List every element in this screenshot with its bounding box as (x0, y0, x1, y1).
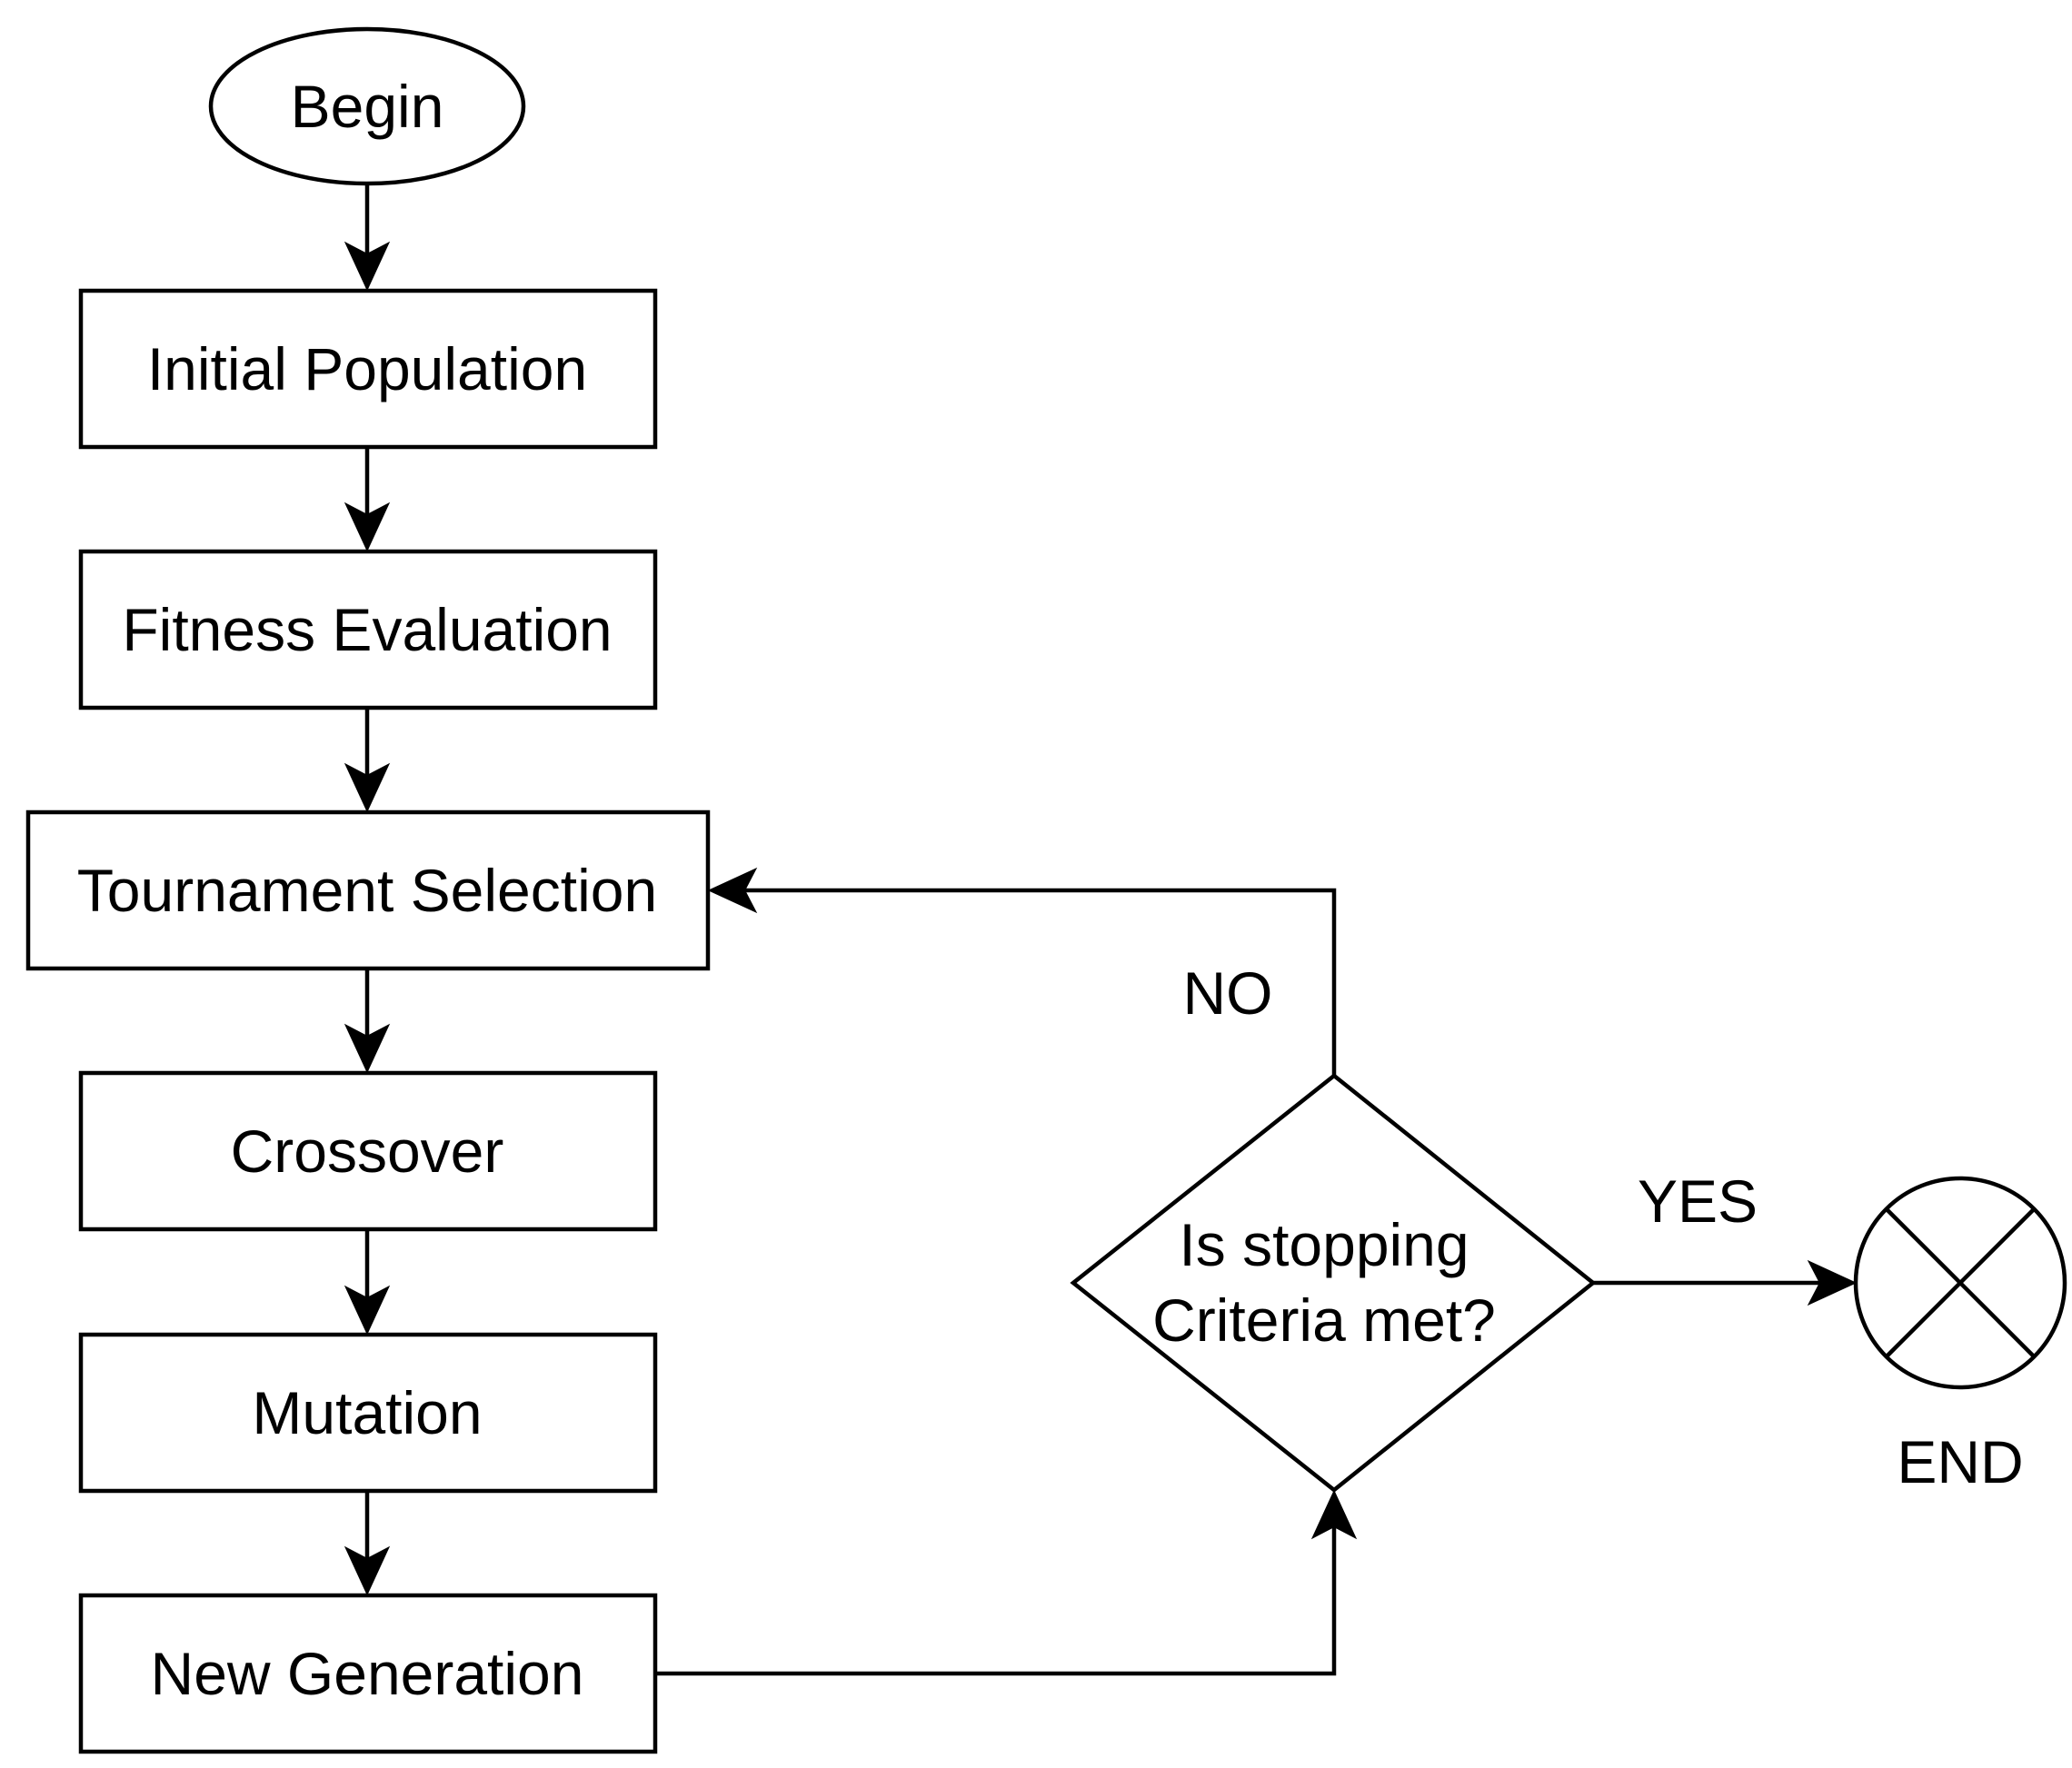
arrow-fitness-to-tournament (344, 708, 391, 813)
tournament-selection-label: Tournament Selection (77, 857, 657, 924)
begin-label: Begin (291, 73, 444, 140)
arrow-new-generation-to-decision (655, 1489, 1358, 1676)
begin-node: Begin (208, 26, 526, 186)
mutation-node: Mutation (78, 1332, 658, 1494)
new-generation-label: New Generation (151, 1640, 584, 1707)
end-node (1853, 1176, 2067, 1390)
end-label: END (1897, 1428, 2023, 1495)
no-label: NO (1183, 959, 1273, 1027)
crossover-node: Crossover (78, 1070, 658, 1232)
fitness-evaluation-node: Fitness Evaluation (78, 549, 658, 710)
tournament-selection-node: Tournament Selection (25, 810, 711, 971)
arrow-crossover-to-mutation (344, 1229, 391, 1336)
arrow-no-to-tournament (707, 867, 1337, 1076)
arrow-initial-to-fitness (344, 447, 391, 552)
initial-population-label: Initial Population (147, 335, 587, 402)
arrow-yes-to-end (1593, 1259, 1858, 1306)
decision-label-line1: Is stopping (1179, 1211, 1469, 1278)
arrow-begin-to-initial (344, 184, 391, 292)
decision-label-line2: Criteria met? (1152, 1286, 1496, 1354)
new-generation-node: New Generation (78, 1593, 658, 1754)
decision-node: Is stopping Criteria met? (1070, 1073, 1597, 1493)
crossover-label: Crossover (231, 1117, 504, 1185)
fitness-evaluation-label: Fitness Evaluation (122, 596, 612, 663)
arrow-tournament-to-crossover (344, 968, 391, 1074)
initial-population-node: Initial Population (78, 288, 658, 450)
arrow-mutation-to-new-generation (344, 1491, 391, 1596)
mutation-label: Mutation (252, 1379, 482, 1446)
yes-label: YES (1638, 1167, 1758, 1235)
